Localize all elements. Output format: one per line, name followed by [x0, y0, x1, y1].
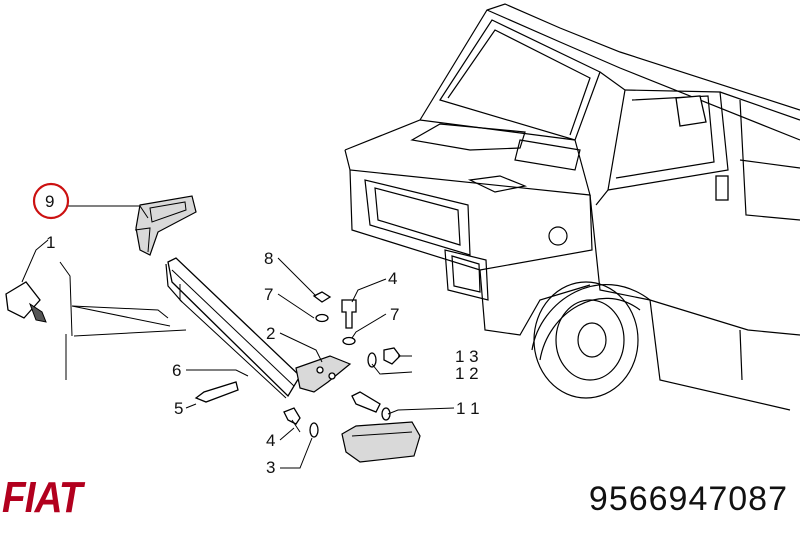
part-9-bracket: [134, 195, 197, 256]
highlight-ring: [32, 182, 70, 220]
callout-9: 9: [45, 192, 54, 211]
callout-2: 2: [266, 324, 275, 343]
callout-6: 6: [172, 361, 181, 380]
part-1-end-cap: [5, 261, 73, 380]
van-outline: [344, 3, 800, 411]
callout-4-upper: 4: [388, 269, 397, 288]
callout-12: 1 2: [455, 364, 479, 383]
callout-labels: 9 1 8 7 4 7 2 1 3 1 2 6 5 1 1 4 3: [45, 192, 480, 477]
callout-8: 8: [264, 249, 273, 268]
part-number: 9566947087: [588, 480, 788, 518]
callout-7-upper: 7: [264, 285, 273, 304]
leader-lines: [21, 205, 455, 469]
callout-3: 3: [266, 458, 275, 477]
callout-11: 1 1: [456, 399, 480, 418]
callout-1: 1: [46, 233, 55, 252]
fiat-logo: FIAT: [2, 473, 83, 522]
callout-13: 1 3: [455, 347, 479, 366]
callout-7-lower: 7: [390, 305, 399, 324]
part-2-mount-bracket: [295, 355, 352, 393]
part-11-end-cap: [341, 421, 421, 463]
callout-5: 5: [174, 399, 183, 418]
fasteners: [194, 291, 401, 438]
callout-4-lower: 4: [266, 431, 275, 450]
part-6-bumper-beam: [165, 257, 301, 399]
